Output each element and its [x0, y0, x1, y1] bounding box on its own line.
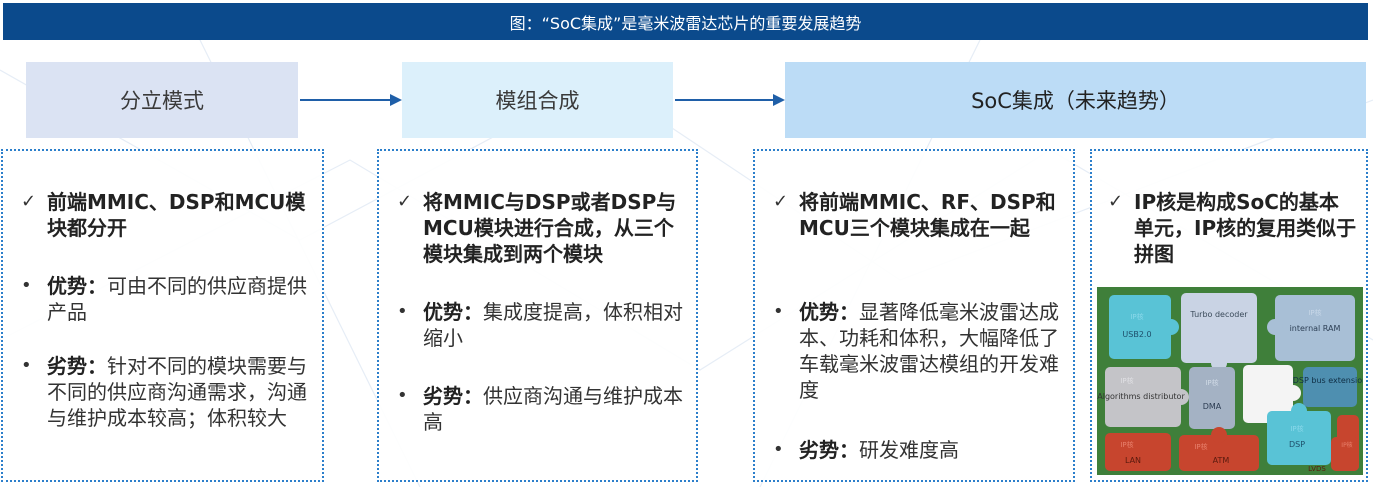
- ip-core-puzzle-image: IP核 USB2.0 Turbo decoder IP核 internal RA…: [1097, 287, 1363, 475]
- puzzle-piece-tag: IP核: [1308, 308, 1321, 317]
- puzzle-piece-tag: IP核: [1120, 376, 1133, 385]
- stage-module: 模组合成: [402, 62, 673, 138]
- disadvantage-item: • 劣势：研发难度高: [773, 438, 959, 462]
- puzzle-piece-label: internal RAM: [1290, 324, 1341, 333]
- panel-soc: ✓ 将前端MMIC、RF、DSP和MCU三个模块集成在一起 • 优势：显著降低毫…: [753, 149, 1075, 482]
- puzzle-piece-tag: IP核: [1120, 440, 1133, 449]
- figure-title: 图：“SoC集成”是毫米波雷达芯片的重要发展趋势: [3, 3, 1368, 40]
- stage-soc: SoC集成（未来趋势）: [785, 62, 1366, 138]
- bullet-icon: •: [21, 355, 32, 376]
- puzzle-piece-tag: IP核: [1205, 378, 1218, 387]
- check-icon: ✓: [1108, 191, 1124, 212]
- bullet-icon: •: [773, 439, 784, 460]
- advantage-item: • 优势：显著降低毫米波雷达成本、功耗和体积，大幅降低了车载毫米波雷达模组的开发…: [773, 300, 1059, 402]
- puzzle-piece-label: LVDS: [1308, 465, 1326, 473]
- puzzle-piece-label: DSP bus extension: [1293, 376, 1363, 385]
- puzzle-piece-label: DMA: [1203, 402, 1222, 411]
- puzzle-piece-label: ATM: [1213, 456, 1230, 465]
- puzzle-piece-tag: IP核: [1194, 442, 1207, 451]
- check-icon: ✓: [397, 191, 413, 212]
- puzzle-piece-label: LAN: [1125, 456, 1141, 465]
- panel-heading: ✓ IP核是构成SoC的基本单元，IP核的复用类似于拼图: [1108, 190, 1357, 266]
- puzzle-piece-tag: IP核: [1290, 424, 1303, 433]
- check-icon: ✓: [21, 191, 37, 212]
- stage-discrete: 分立模式: [26, 62, 298, 138]
- puzzle-piece-tag: IP核: [1130, 312, 1143, 321]
- advantage-item: • 优势：集成度提高，体积相对缩小: [397, 300, 683, 350]
- disadvantage-item: • 劣势：供应商沟通与维护成本高: [397, 384, 683, 434]
- puzzle-piece-tag: IP核: [1341, 441, 1352, 449]
- bullet-icon: •: [397, 301, 408, 322]
- puzzle-piece-label: Turbo decoder: [1189, 310, 1248, 319]
- panel-module: ✓ 将MMIC与DSP或者DSP与MCU模块进行合成，从三个模块集成到两个模块 …: [377, 149, 698, 482]
- panel-heading: ✓ 将前端MMIC、RF、DSP和MCU三个模块集成在一起: [773, 190, 1056, 240]
- bullet-icon: •: [21, 275, 32, 296]
- check-icon: ✓: [773, 191, 789, 212]
- bullet-icon: •: [773, 301, 784, 322]
- advantage-item: • 优势：可由不同的供应商提供产品: [21, 274, 307, 324]
- puzzle-piece-label: DSP: [1289, 440, 1305, 449]
- puzzle-piece-label: USB2.0: [1122, 330, 1151, 339]
- arrow-right-icon: [675, 94, 785, 106]
- panel-heading: ✓ 前端MMIC、DSP和MCU模块都分开: [21, 190, 306, 240]
- arrow-right-icon: [300, 94, 402, 106]
- disadvantage-item: • 劣势：针对不同的模块需要与不同的供应商沟通需求，沟通与维护成本较高；体积较大: [21, 354, 307, 430]
- bullet-icon: •: [397, 385, 408, 406]
- panel-heading: ✓ 将MMIC与DSP或者DSP与MCU模块进行合成，从三个模块集成到两个模块: [397, 190, 677, 266]
- puzzle-piece-label: Algorithms distributor: [1097, 392, 1185, 401]
- panel-discrete: ✓ 前端MMIC、DSP和MCU模块都分开 • 优势：可由不同的供应商提供产品 …: [1, 149, 324, 482]
